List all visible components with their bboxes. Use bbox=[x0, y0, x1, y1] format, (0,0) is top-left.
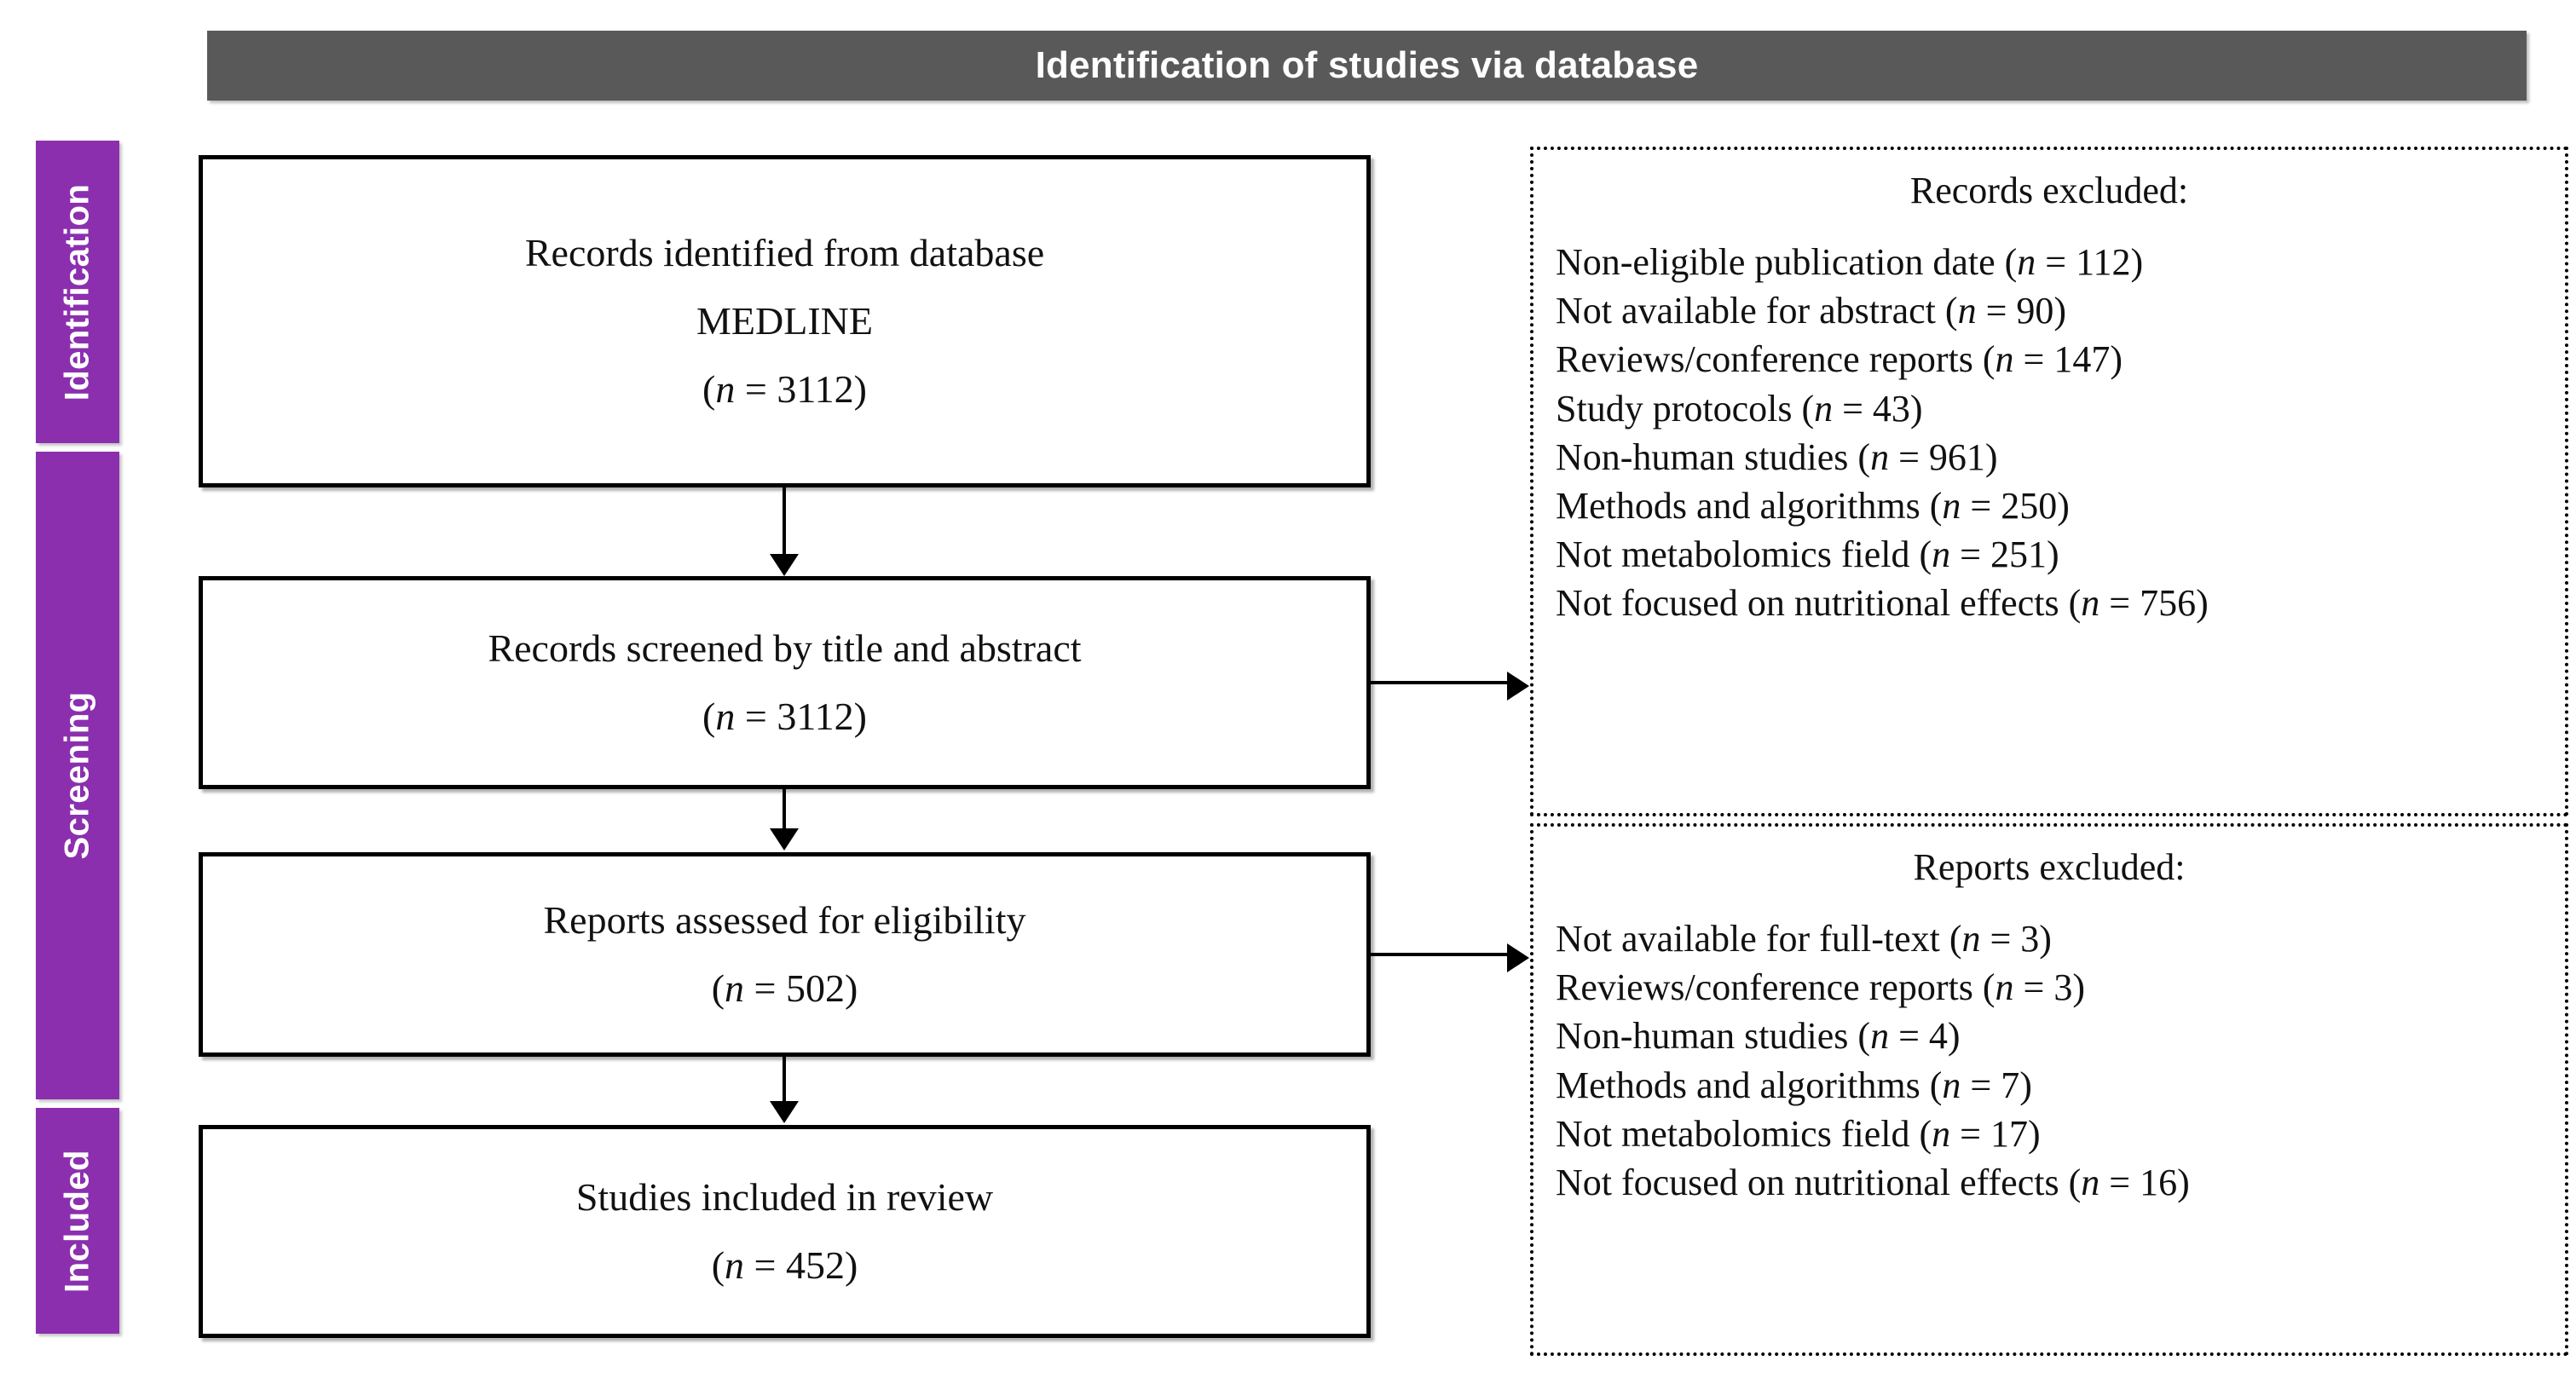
flow-box-line: MEDLINE bbox=[696, 298, 873, 343]
exclusion-item: Not available for full-text (n = 3) bbox=[1556, 918, 2052, 960]
arrowhead-right-icon bbox=[1507, 672, 1529, 701]
stage-label-identification: Identification bbox=[58, 183, 96, 401]
flow-box-count: (n = 452) bbox=[711, 1243, 858, 1287]
diagram-title: Identification of studies via database bbox=[1035, 44, 1699, 86]
connector-arrow-screened-to-records-excluded bbox=[1371, 681, 1509, 684]
exclusion-item: Methods and algorithms (n = 250) bbox=[1556, 484, 2070, 527]
exclusion-item: Study protocols (n = 43) bbox=[1556, 387, 1923, 430]
arrowhead-down-icon bbox=[770, 828, 799, 851]
exclusion-item: Not metabolomics field (n = 17) bbox=[1556, 1112, 2041, 1155]
stage-bar-included: Included bbox=[36, 1108, 119, 1334]
exclusion-item: Reviews/conference reports (n = 147) bbox=[1556, 338, 2123, 381]
flow-box-count: (n = 502) bbox=[711, 966, 858, 1010]
exclusion-item: Reviews/conference reports (n = 3) bbox=[1556, 966, 2086, 1009]
exclusion-box-reports: Reports excluded: Not available for full… bbox=[1530, 823, 2568, 1356]
connector-arrow-eligibility-to-reports-excluded bbox=[1371, 953, 1509, 956]
exclusion-box-title: Reports excluded: bbox=[1913, 846, 2186, 888]
flow-box-studies-included: Studies included in review (n = 452) bbox=[199, 1125, 1371, 1338]
exclusion-item: Non-human studies (n = 961) bbox=[1556, 435, 1998, 478]
stage-label-screening: Screening bbox=[58, 691, 96, 860]
flow-box-line: Studies included in review bbox=[575, 1174, 994, 1219]
flow-box-count: (n = 3112) bbox=[702, 367, 867, 412]
flow-box-count: (n = 3112) bbox=[702, 695, 867, 738]
flow-box-records-identified: Records identified from database MEDLINE… bbox=[199, 155, 1371, 487]
exclusion-item: Not focused on nutritional effects (n = … bbox=[1556, 582, 2209, 625]
stage-bar-identification: Identification bbox=[36, 141, 119, 443]
exclusion-item: Not focused on nutritional effects (n = … bbox=[1556, 1161, 2190, 1203]
flow-box-line: Records screened by title and abstract bbox=[488, 626, 1082, 670]
exclusion-item: Non-eligible publication date (n = 112) bbox=[1556, 241, 2144, 283]
exclusion-item: Not metabolomics field (n = 251) bbox=[1556, 533, 2059, 576]
stage-bar-screening: Screening bbox=[36, 452, 119, 1099]
stage-label-included: Included bbox=[58, 1149, 96, 1293]
flow-box-records-screened: Records screened by title and abstract (… bbox=[199, 576, 1371, 789]
connector-arrow-screened-to-eligibility bbox=[783, 789, 786, 830]
flow-box-reports-assessed: Reports assessed for eligibility (n = 50… bbox=[199, 852, 1371, 1057]
exclusion-box-records: Records excluded: Non-eligible publicati… bbox=[1530, 147, 2568, 816]
arrowhead-right-icon bbox=[1507, 943, 1529, 972]
exclusion-item: Not available for abstract (n = 90) bbox=[1556, 290, 2067, 332]
arrowhead-down-icon bbox=[770, 554, 799, 576]
flow-box-line: Reports assessed for eligibility bbox=[543, 897, 1026, 942]
connector-arrow-eligibility-to-included bbox=[783, 1057, 786, 1103]
exclusion-item: Methods and algorithms (n = 7) bbox=[1556, 1064, 2032, 1106]
flow-box-line: Records identified from database bbox=[524, 230, 1045, 274]
connector-arrow-identified-to-screened bbox=[783, 487, 786, 556]
exclusion-box-title: Records excluded: bbox=[1909, 170, 2189, 211]
diagram-header-banner: Identification of studies via database bbox=[207, 31, 2527, 101]
exclusion-item: Non-human studies (n = 4) bbox=[1556, 1015, 1961, 1058]
arrowhead-down-icon bbox=[770, 1101, 799, 1123]
